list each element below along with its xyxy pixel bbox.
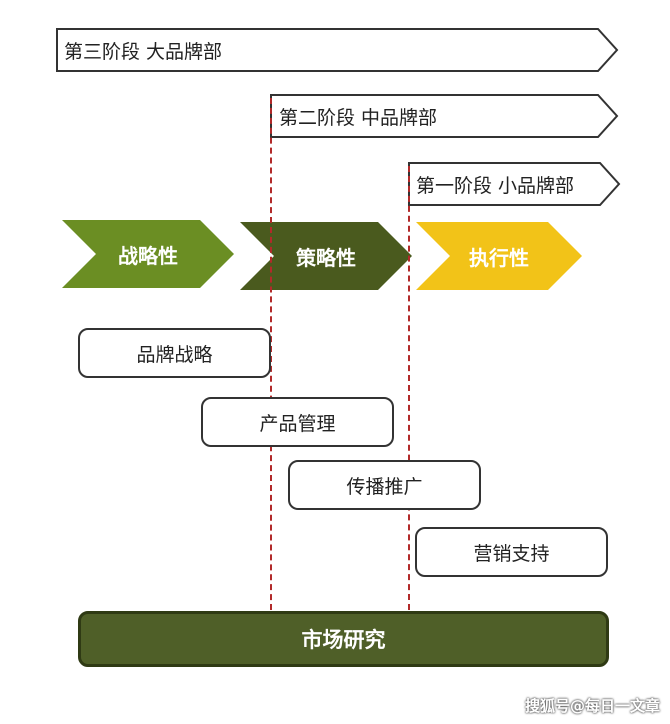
foundation-market-research: 市场研究 (78, 611, 609, 667)
stage-banner-2-label: 第二阶段 中品牌部 (279, 106, 438, 129)
stage-banner-1-label: 第一阶段 小品牌部 (416, 174, 575, 197)
task-brand-strategy: 品牌战略 (78, 328, 271, 378)
divider-stage-1 (408, 166, 410, 610)
watermark-text: 搜狐号@每日一文章 (524, 697, 660, 715)
stage-banner-2: 第二阶段 中品牌部 (0, 0, 670, 140)
level-chevrons: 战略性 策略性 执行性 (0, 0, 670, 300)
task-marketing-support: 营销支持 (415, 527, 608, 577)
stage-banner-3-label: 第三阶段 大品牌部 (64, 40, 223, 63)
level-label-tactical: 策略性 (296, 245, 356, 270)
task-product-management: 产品管理 (201, 397, 394, 447)
chevron-strategic (62, 220, 234, 288)
stage-banner-3-shape (56, 28, 619, 72)
level-label-strategic: 战略性 (118, 243, 178, 268)
level-chevrons-shape (62, 220, 582, 290)
divider-stage-2 (270, 98, 272, 610)
level-label-executional: 执行性 (469, 245, 529, 270)
chevron-executional (416, 222, 582, 290)
stage-banner-3: 第三阶段 大品牌部 (0, 0, 670, 80)
task-communication-promotion: 传播推广 (288, 460, 481, 510)
chevron-tactical (240, 222, 412, 290)
